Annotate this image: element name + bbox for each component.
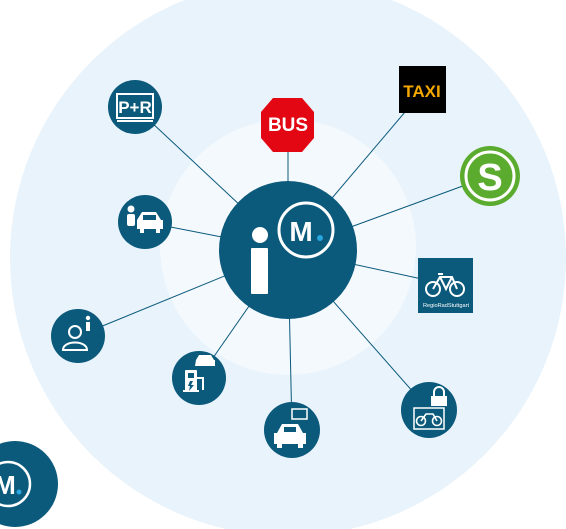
bus-node[interactable]: BUS [261, 98, 314, 152]
car-icon [274, 424, 306, 448]
ev-charging-node[interactable] [172, 351, 226, 405]
corner-brand-badge: M [0, 441, 58, 527]
sbahn-node[interactable]: S [460, 146, 520, 206]
bike-locker-node[interactable] [401, 382, 457, 438]
sbahn-ring-icon [464, 150, 516, 202]
park-and-ride-label: P+R [118, 98, 152, 117]
locker-bicycle-icon [415, 413, 443, 427]
ticket-icon [291, 408, 308, 420]
corner-badge-letter: M [0, 470, 16, 500]
sbahn-label: S [477, 157, 502, 199]
corner-badge-ring [0, 460, 32, 508]
locker-box-icon [413, 407, 445, 430]
brand-badge [277, 201, 335, 259]
taxi-node[interactable]: TAXI [399, 66, 446, 113]
info-person-node[interactable] [51, 309, 105, 363]
car-rental-node[interactable] [264, 402, 320, 458]
padlock-icon [431, 386, 447, 406]
regiorad-label: RegioRadStuttgart [423, 303, 469, 309]
brand-dot [317, 235, 323, 241]
bicycle-icon [425, 273, 465, 297]
regiorad-node[interactable]: RegioRadStuttgart [418, 258, 473, 313]
info-dot [252, 227, 268, 243]
brand-letter: M [289, 216, 312, 247]
info-person-icon [61, 325, 89, 351]
park-and-ride-node[interactable]: P+R [108, 80, 162, 134]
bus-octagon-icon [261, 98, 314, 152]
hub-node[interactable]: i M [219, 181, 357, 319]
park-and-ride-sign-icon [116, 93, 154, 119]
taxi-sign-icon [399, 66, 446, 113]
sbahn-circle [460, 146, 520, 206]
info-i-stem-icon [86, 322, 90, 331]
taxi-label: TAXI [403, 82, 440, 101]
info-stem [251, 248, 268, 294]
carsharing-node[interactable] [118, 195, 172, 249]
bus-label: BUS [268, 115, 308, 136]
corner-brand-dot [16, 489, 22, 495]
